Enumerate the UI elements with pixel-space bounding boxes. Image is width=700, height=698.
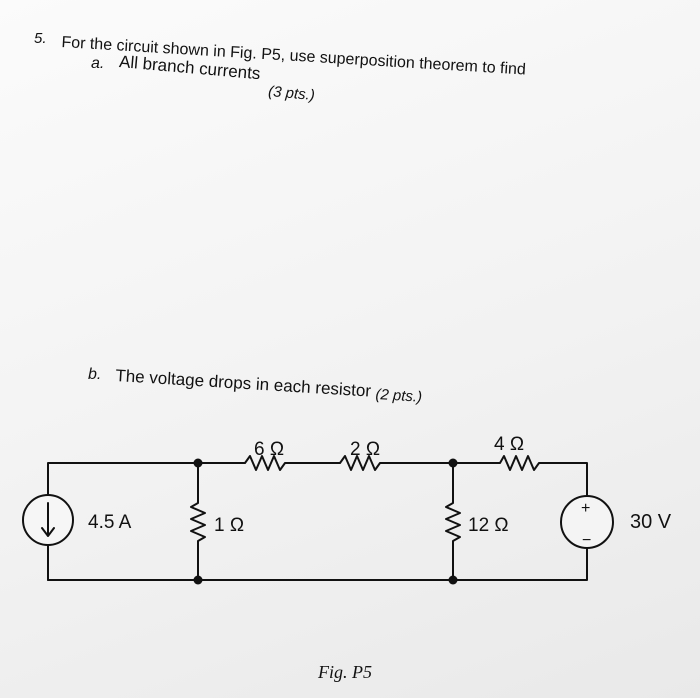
problem-number: 5. bbox=[34, 30, 47, 47]
node-dot bbox=[448, 575, 458, 585]
current-arrow-icon bbox=[41, 502, 55, 537]
bottom-wire bbox=[47, 547, 588, 581]
part-a-label: a. bbox=[91, 55, 105, 72]
top-wire bbox=[47, 455, 588, 581]
label-6-ohm: 6 Ω bbox=[254, 439, 284, 460]
part-b-label: b. bbox=[88, 366, 102, 383]
resistor-1-ohm bbox=[190, 462, 206, 581]
label-4-ohm: 4 Ω bbox=[494, 434, 524, 455]
label-voltage-source: 30 V bbox=[630, 511, 672, 533]
node-dot bbox=[448, 458, 458, 468]
label-12-ohm: 12 Ω bbox=[468, 515, 509, 536]
label-1-ohm: 1 Ω bbox=[214, 515, 244, 536]
figure-caption: Fig. P5 bbox=[317, 662, 372, 682]
label-2-ohm: 2 Ω bbox=[350, 439, 380, 460]
voltage-source bbox=[560, 495, 614, 549]
resistor-12-ohm bbox=[445, 462, 461, 581]
label-current-source: 4.5 A bbox=[88, 512, 132, 533]
node-dot bbox=[193, 575, 203, 585]
minus-sign: − bbox=[582, 532, 591, 549]
node-dot bbox=[193, 458, 203, 468]
plus-sign: + bbox=[581, 500, 590, 517]
